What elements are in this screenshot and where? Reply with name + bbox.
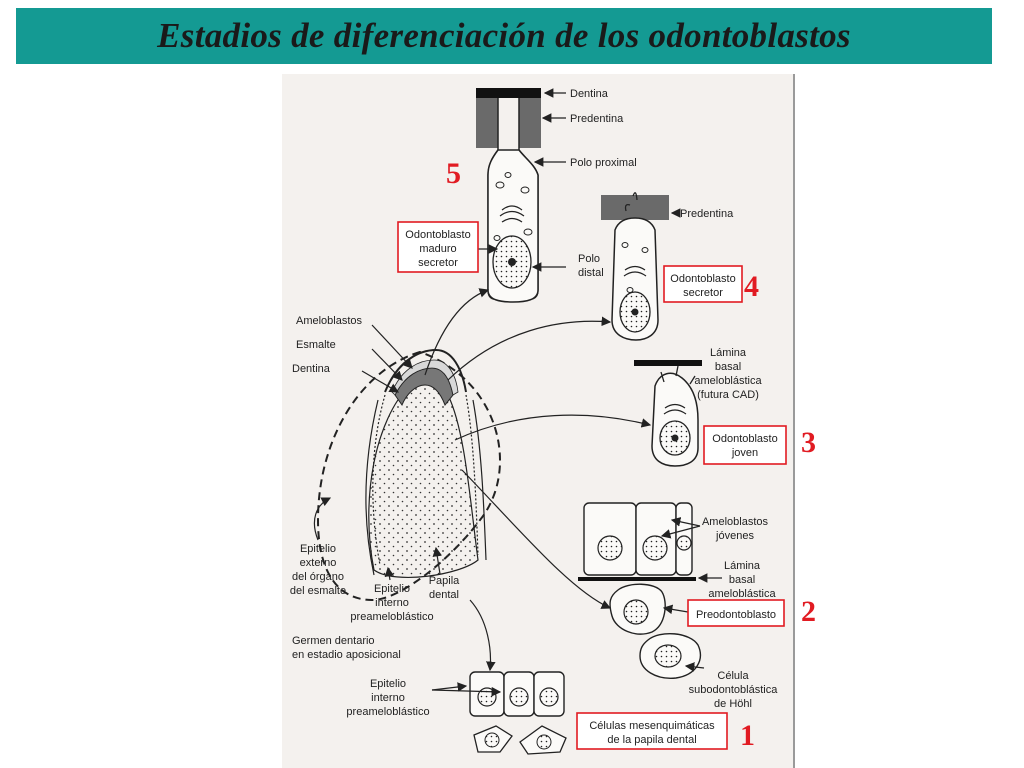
label-epitelio-interno-bottom-1: Epitelio (370, 678, 406, 690)
label-lamina-futura-2: basal (715, 361, 741, 373)
stage-number-5: 5 (446, 157, 461, 190)
label-ameloblastos: Ameloblastos (296, 315, 363, 327)
box-odontoblasto-maduro (397, 221, 479, 273)
mature-odontoblast-illustration (476, 88, 541, 303)
label-ameloblastos-jovenes-1: Ameloblastos (702, 516, 769, 528)
label-lamina-futura-3: ameloblástica (694, 375, 762, 387)
label-lamina-basal-2: basal (729, 574, 755, 586)
box-celulas-mesenquimaticas (576, 712, 728, 750)
secretory-odontoblast-illustration (601, 192, 669, 341)
label-dentina-top: Dentina (570, 88, 609, 100)
label-papila-dental-2: dental (429, 589, 459, 601)
label-odontoblasto-secretor-1: Odontoblasto (670, 273, 735, 285)
label-predentina-4: Predentina (680, 208, 734, 220)
stage-number-4: 4 (744, 270, 759, 303)
label-epitelio-interno-mid-3: preameloblástico (350, 611, 433, 623)
label-odontoblasto-joven-1: Odontoblasto (712, 433, 777, 445)
label-lamina-basal-3: ameloblástica (708, 588, 776, 600)
label-lamina-basal-1: Lámina (724, 560, 761, 572)
label-papila-dental-1: Papila (429, 575, 460, 587)
mesenchymal-cells-illustration (469, 671, 567, 755)
label-esmalte: Esmalte (296, 339, 336, 351)
stage-number-2: 2 (801, 595, 816, 628)
label-polo-distal-2: distal (578, 267, 604, 279)
stage-number-3: 3 (801, 426, 816, 459)
label-lamina-futura-1: Lámina (710, 347, 747, 359)
label-odontoblasto-secretor-2: secretor (683, 287, 723, 299)
label-odontoblasto-joven-2: joven (731, 447, 758, 459)
label-germen-1: Germen dentario (292, 635, 375, 647)
label-epitelio-interno-bottom-2: interno (371, 692, 405, 704)
label-epitelio-interno-bottom-3: preameloblástico (346, 706, 429, 718)
title-bar: Estadios de diferenciación de los odonto… (16, 8, 992, 64)
label-odontoblasto-maduro-3: secretor (418, 257, 458, 269)
page-edge (793, 74, 795, 768)
label-preodontoblasto: Preodontoblasto (696, 609, 776, 621)
young-odontoblast-illustration (634, 360, 702, 467)
tooth-germ (316, 348, 501, 602)
label-celula-hohl-3: de Höhl (714, 698, 752, 710)
label-polo-distal-1: Polo (578, 253, 600, 265)
slide-title: Estadios de diferenciación de los odonto… (157, 16, 851, 55)
label-germen-2: en estadio aposicional (292, 649, 401, 661)
label-epitelio-externo-2: externo (300, 557, 337, 569)
box-preodontoblasto (687, 599, 785, 627)
label-predentina-top: Predentina (570, 113, 624, 125)
label-odontoblasto-maduro-1: Odontoblasto (405, 229, 470, 241)
label-celula-hohl-1: Célula (717, 670, 749, 682)
box-odontoblasto-joven (703, 425, 787, 465)
label-epitelio-externo-1: Epitelio (300, 543, 336, 555)
preodontoblast-illustration (578, 502, 702, 679)
label-polo-proximal: Polo proximal (570, 157, 637, 169)
label-epitelio-externo-4: del esmalte (290, 585, 346, 597)
label-epitelio-interno-mid-2: interno (375, 597, 409, 609)
label-ameloblastos-jovenes-2: jóvenes (715, 530, 754, 542)
label-celulas-mesenquimaticas-2: de la papila dental (607, 734, 696, 746)
label-celulas-mesenquimaticas-1: Células mesenquimáticas (589, 720, 715, 732)
label-epitelio-externo-3: del órgano (292, 571, 344, 583)
label-lamina-futura-4: (futura CAD) (697, 389, 759, 401)
label-epitelio-interno-mid-1: Epitelio (374, 583, 410, 595)
label-celula-hohl-2: subodontoblástica (689, 684, 779, 696)
stage-number-1: 1 (740, 719, 755, 752)
box-odontoblasto-secretor (663, 265, 743, 303)
label-dentina-left: Dentina (292, 363, 331, 375)
label-odontoblasto-maduro-2: maduro (419, 243, 456, 255)
